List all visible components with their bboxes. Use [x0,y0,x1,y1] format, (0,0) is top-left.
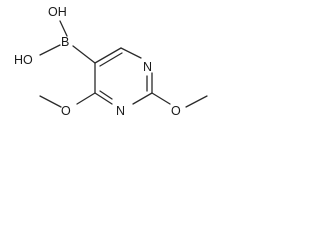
bond-b-ring [72,45,96,64]
bond-o-methyl-right [185,95,208,108]
hydroxyl-label-top: OH [48,5,67,19]
bond-c2-n3 [132,92,153,105]
bond-n3-c4-inner [99,90,113,100]
bond-b-oh-left [39,44,61,56]
chemical-structure-diagram: OH HO B N N O O [14,5,208,118]
methoxy-oxygen-label-left: O [61,104,71,118]
bond-c5-c6 [94,47,122,64]
ring-nitrogen-label-bottom: N [116,104,125,118]
bond-c4-o [76,92,96,105]
methoxy-oxygen-label-right: O [171,104,181,118]
bond-b-oh-top [59,20,68,37]
bond-c2-o [151,92,171,105]
bond-n3-c4 [94,92,113,105]
bond-c6-n1 [120,47,142,59]
bond-o-methyl-left [39,95,62,108]
ring-nitrogen-label-right: N [143,60,152,74]
hydroxyl-label-left: HO [14,53,33,67]
bond-c5-c6-inner [99,52,123,67]
boron-label: B [61,35,69,49]
